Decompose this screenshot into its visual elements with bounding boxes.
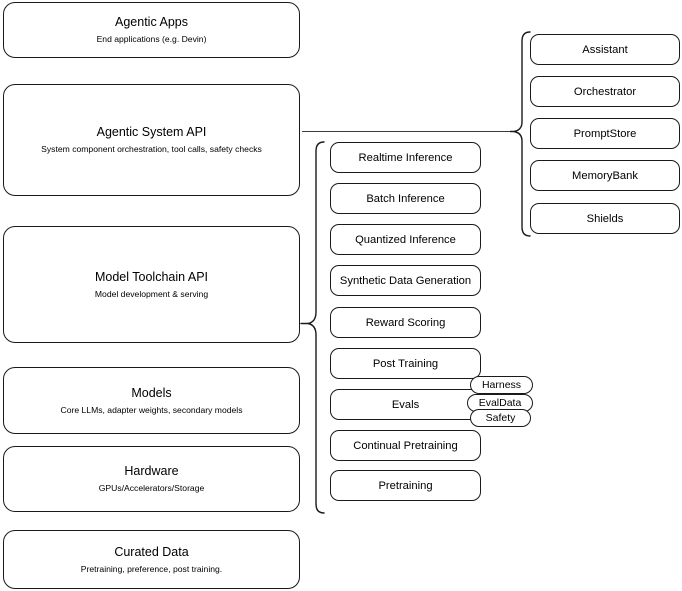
brace-system-components [510,30,532,240]
chip-memorybank[interactable]: MemoryBank [530,160,680,191]
layer-subtitle: Pretraining, preference, post training. [80,563,223,574]
layer-title: Model Toolchain API [94,269,209,284]
chip-shields[interactable]: Shields [530,203,680,234]
layer-subtitle: GPUs/Accelerators/Storage [98,483,205,493]
layer-hardware[interactable]: Hardware GPUs/Accelerators/Storage [3,446,300,512]
layer-subtitle: End applications (e.g. Devin) [96,34,207,44]
layer-model-toolchain-api[interactable]: Model Toolchain API Model development & … [3,226,300,343]
layer-subtitle: Core LLMs, adapter weights, secondary mo… [60,404,243,415]
layer-subtitle: Model development & serving [94,288,209,299]
chip-pretraining[interactable]: Pretraining [330,470,481,501]
chip-continual-pretraining[interactable]: Continual Pretraining [330,430,481,461]
layer-title: Models [131,385,172,400]
layer-subtitle: System component orchestration, tool cal… [41,144,262,154]
chip-quantized-inference[interactable]: Quantized Inference [330,224,481,255]
layer-agentic-system-api[interactable]: Agentic System API System component orch… [3,84,300,196]
chip-batch-inference[interactable]: Batch Inference [330,183,481,214]
chip-evals[interactable]: Evals [330,389,481,420]
chip-assistant[interactable]: Assistant [530,34,680,65]
layer-curated-data[interactable]: Curated Data Pretraining, preference, po… [3,530,300,589]
layer-title: Agentic System API [96,125,207,139]
layer-models[interactable]: Models Core LLMs, adapter weights, secon… [3,367,300,434]
chip-post-training[interactable]: Post Training [330,348,481,379]
chip-realtime-inference[interactable]: Realtime Inference [330,142,481,173]
chip-synthetic-data-generation[interactable]: Synthetic Data Generation [330,265,481,296]
layer-agentic-apps[interactable]: Agentic Apps End applications (e.g. Devi… [3,2,300,58]
layer-title: Hardware [124,464,179,478]
brace-toolchain-capabilities [300,140,326,515]
chip-promptstore[interactable]: PromptStore [530,118,680,149]
chip-reward-scoring[interactable]: Reward Scoring [330,307,481,338]
connector-system-api-to-components [302,130,513,132]
layer-title: Agentic Apps [115,15,188,29]
layer-title: Curated Data [114,544,189,559]
badge-harness[interactable]: Harness [470,376,533,394]
badge-safety[interactable]: Safety [470,409,531,427]
chip-orchestrator[interactable]: Orchestrator [530,76,680,107]
